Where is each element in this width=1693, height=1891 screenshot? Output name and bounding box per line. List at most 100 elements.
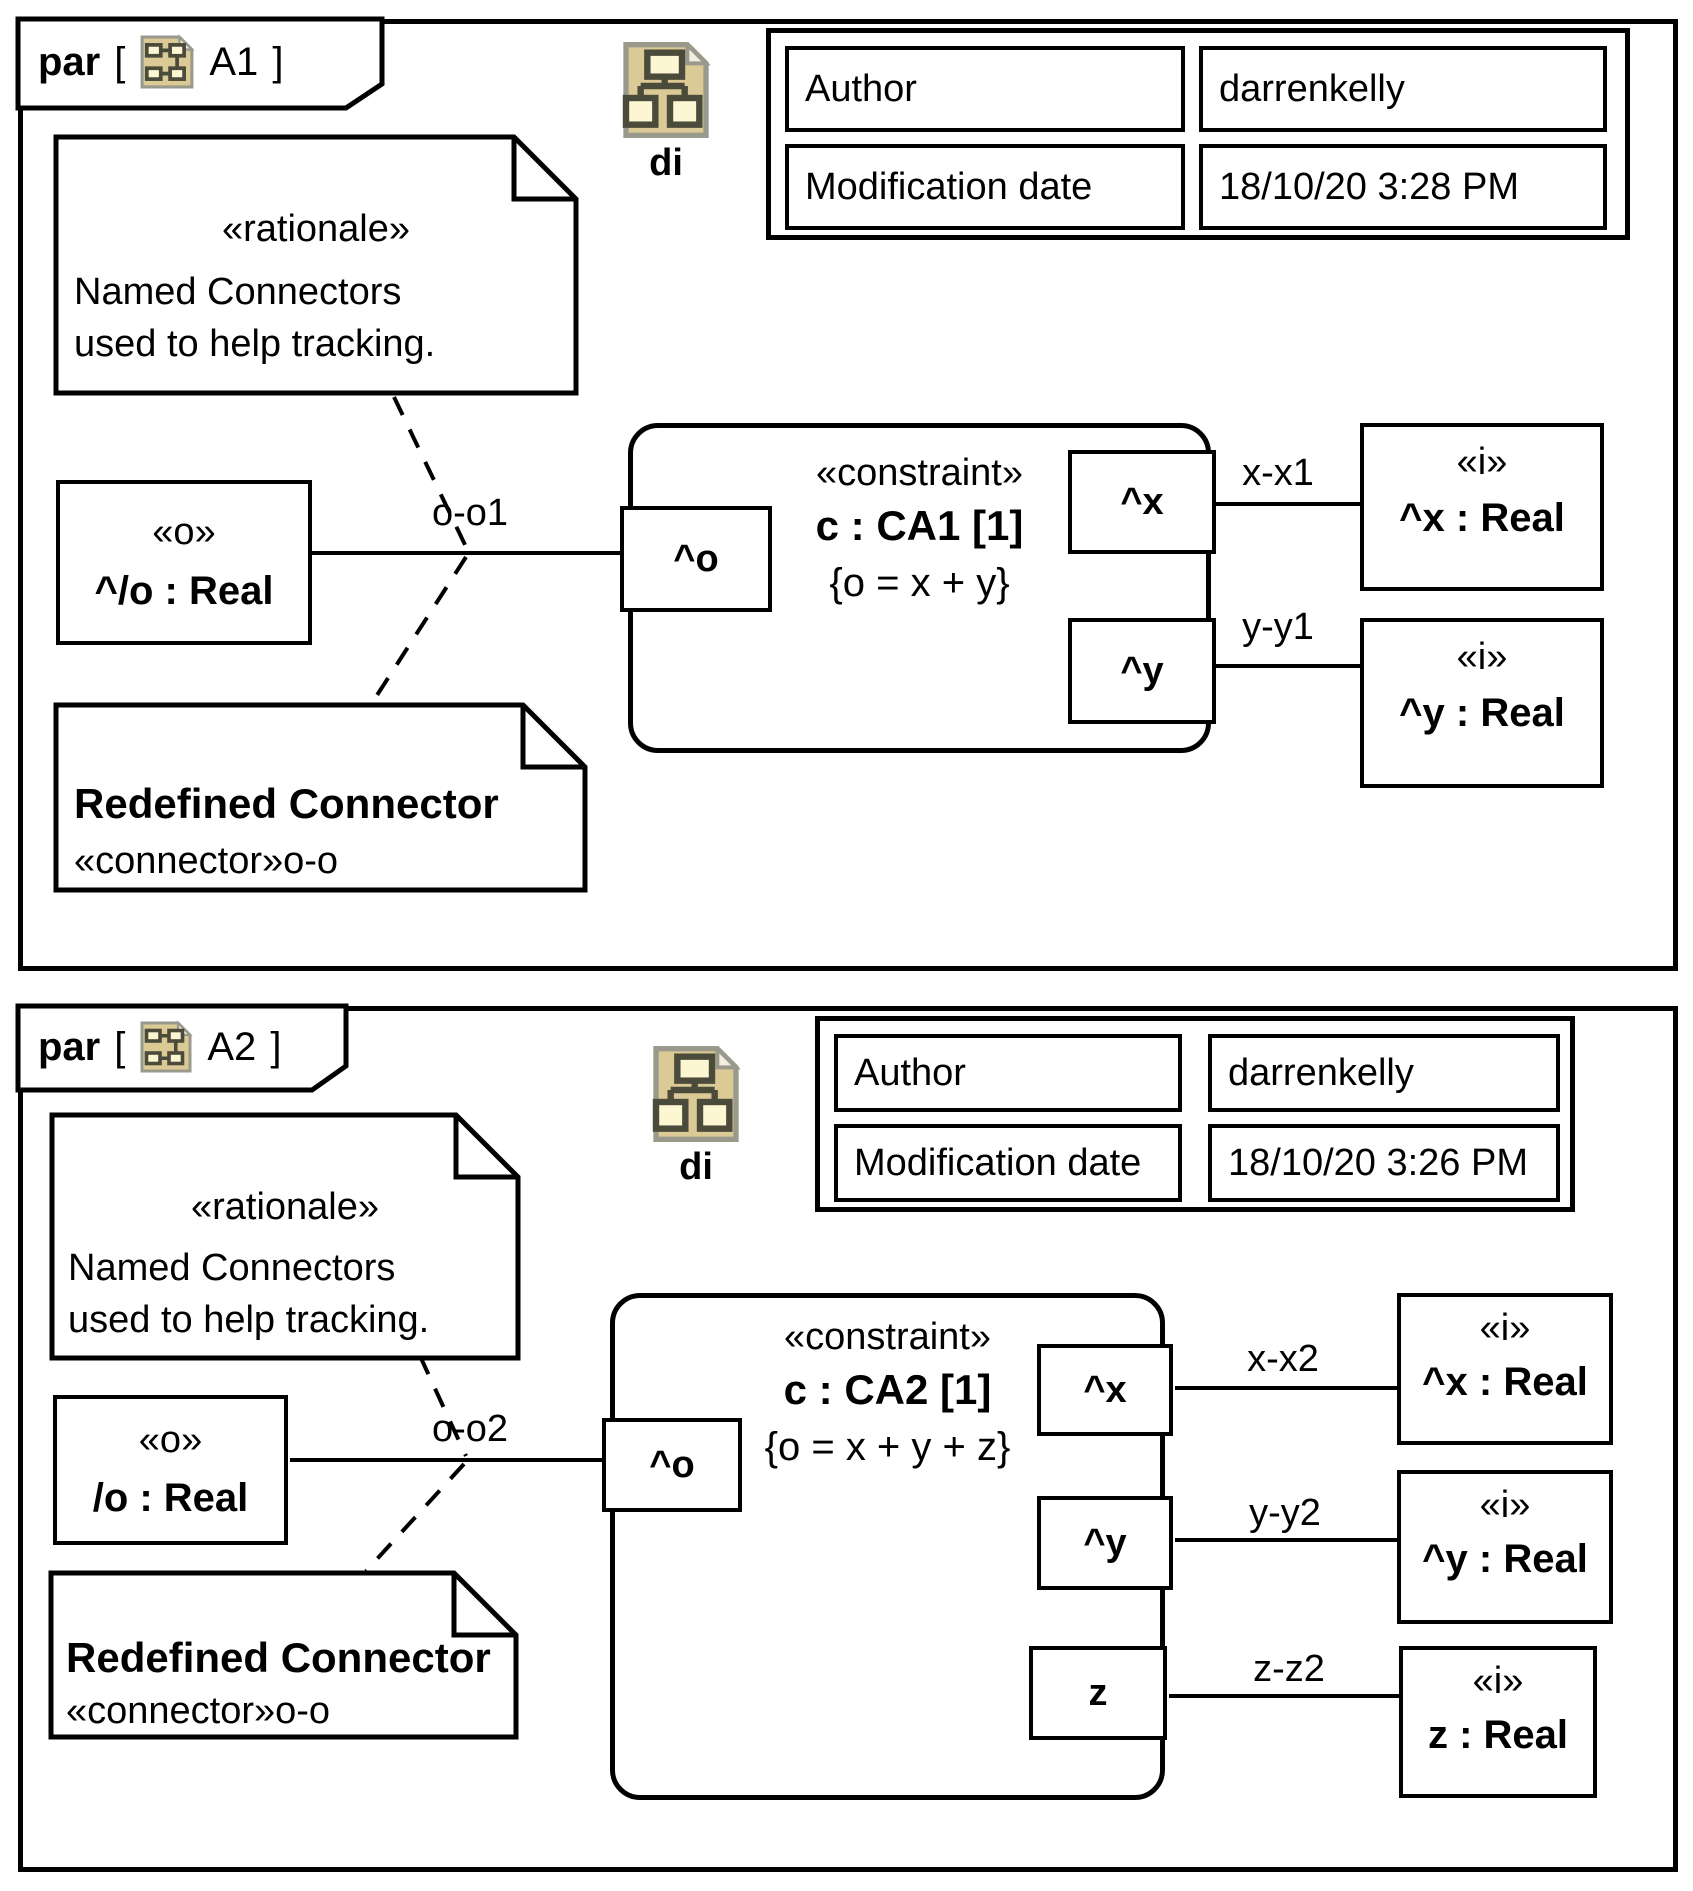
rationale-body-a2: Named Connectors used to help tracking.	[68, 1242, 508, 1346]
tab-bracket-open-a2: [	[114, 1024, 126, 1069]
redefined-note-shape-a1[interactable]	[53, 702, 588, 893]
i-block-x-a2[interactable]: «i» ^x : Real	[1397, 1293, 1613, 1445]
i-block-y-name-a2: ^y : Real	[1422, 1536, 1588, 1581]
i-block-x-name-a1: ^x : Real	[1399, 495, 1565, 540]
i-block-z-name-a2: z : Real	[1427, 1712, 1569, 1757]
parametric-diagram-icon	[140, 1020, 194, 1073]
info-table-a2[interactable]: Author darrenkelly Modification date 18/…	[815, 1016, 1575, 1212]
info-table-a1-author-value: darrenkelly	[1199, 46, 1607, 132]
o-block-a2[interactable]: «o» /o : Real	[53, 1395, 288, 1545]
di-icon-label-a2: di	[679, 1146, 713, 1188]
di-icon-a1[interactable]	[618, 39, 714, 143]
connector-label-o-o2: o-o2	[431, 1408, 509, 1450]
connector-label-x-x2: x-x2	[1247, 1338, 1319, 1380]
info-table-a2-moddate-label: Modification date	[834, 1124, 1182, 1202]
di-document-icon	[652, 1043, 741, 1142]
tab-kind-a1: par	[38, 39, 101, 84]
rationale-line1-a1: Named Connectors	[74, 271, 402, 313]
tab-diagram-name-a1: A1	[209, 39, 259, 84]
diagram-frame-a2[interactable]	[18, 1006, 1678, 1872]
tab-bracket-close-a2: ]	[270, 1024, 282, 1069]
rationale-line2-a2: used to help tracking.	[68, 1299, 430, 1341]
frame-tab-a1[interactable]	[15, 16, 385, 111]
connector-label-y-y2: y-y2	[1249, 1492, 1321, 1534]
i-block-y-stereotype-a1: «i»	[1456, 636, 1508, 678]
i-block-z-stereotype-a2: «i»	[1472, 1660, 1524, 1702]
info-table-a2-author-value: darrenkelly	[1208, 1034, 1560, 1112]
info-table-a1[interactable]: Author darrenkelly Modification date 18/…	[766, 28, 1630, 240]
redefined-title-a2: Redefined Connector	[66, 1634, 491, 1681]
constraint-stereotype-a1: «constraint»	[815, 452, 1023, 494]
diagram-frame-a1[interactable]	[18, 19, 1678, 971]
port-o-a1[interactable]: ^o	[620, 506, 772, 612]
info-table-a1-author-label: Author	[785, 46, 1185, 132]
tab-bracket-open-a1: [	[114, 39, 126, 84]
anchor-redefined-a2[interactable]	[364, 1462, 466, 1573]
redefined-note-fold-a2	[451, 1573, 516, 1638]
tab-diagram-name-a2: A2	[207, 1024, 257, 1069]
rationale-body-a1: Named Connectors used to help tracking.	[74, 266, 554, 370]
anchor-redefined-a1[interactable]	[370, 555, 468, 705]
i-block-x-stereotype-a2: «i»	[1479, 1307, 1531, 1349]
port-o-a2[interactable]: ^o	[602, 1418, 742, 1512]
constraint-expression-a2: {o = x + y + z}	[764, 1425, 1011, 1469]
parametric-diagram-icon	[140, 34, 196, 89]
frame-tab-content-a2: par [ A2 ]	[38, 1018, 281, 1076]
constraint-stereotype-a2: «constraint»	[783, 1316, 991, 1358]
i-block-y-a1[interactable]: «i» ^y : Real	[1360, 618, 1604, 788]
redefined-note-shape-a2[interactable]	[48, 1570, 519, 1740]
i-block-y-name-a1: ^y : Real	[1399, 690, 1565, 735]
tab-bracket-close-a1: ]	[272, 39, 284, 84]
i-block-y-a2[interactable]: «i» ^y : Real	[1397, 1470, 1613, 1624]
port-z-label-a2: z	[1088, 1671, 1108, 1714]
di-document-icon	[622, 39, 711, 138]
rationale-stereotype-a1: «rationale»	[221, 208, 411, 250]
rationale-note-shape-a2[interactable]	[49, 1112, 521, 1361]
port-o-label-a1: ^o	[673, 537, 719, 580]
i-block-z-a2[interactable]: «i» z : Real	[1399, 1646, 1597, 1798]
port-o-label-a2: ^o	[649, 1443, 695, 1486]
i-block-x-a1[interactable]: «i» ^x : Real	[1360, 423, 1604, 591]
port-z-a2[interactable]: z	[1029, 1646, 1167, 1740]
o-block-stereotype-a2: «o»	[138, 1419, 203, 1462]
rationale-line1-a2: Named Connectors	[68, 1247, 396, 1289]
redefined-body-a2: «connector»o-o	[66, 1690, 331, 1732]
tab-kind-a2: par	[38, 1024, 101, 1069]
rationale-note-fold-a2	[453, 1115, 518, 1180]
di-icon-label-a1: di	[649, 142, 683, 184]
info-table-a1-moddate-label: Modification date	[785, 144, 1185, 230]
anchor-rationale-a1[interactable]	[392, 396, 470, 552]
o-block-name-a1: ^/o : Real	[94, 569, 274, 614]
port-y-label-a2: ^y	[1083, 1521, 1127, 1564]
info-table-a1-moddate-value: 18/10/20 3:28 PM	[1199, 144, 1607, 230]
i-block-y-stereotype-a2: «i»	[1479, 1484, 1531, 1526]
info-table-a2-author-label: Author	[834, 1034, 1182, 1112]
port-x-a2[interactable]: ^x	[1037, 1344, 1173, 1436]
frame-tab-content-a1: par [ A1 ]	[38, 32, 283, 92]
redefined-title-a1: Redefined Connector	[74, 780, 499, 827]
rationale-stereotype-a2: «rationale»	[190, 1186, 380, 1228]
redefined-body-a1: «connector»o-o	[74, 840, 339, 882]
o-block-a1[interactable]: «o» ^/o : Real	[56, 480, 312, 645]
port-y-a1[interactable]: ^y	[1068, 618, 1216, 724]
o-block-stereotype-a1: «o»	[152, 510, 216, 553]
di-icon-a2[interactable]	[648, 1043, 744, 1147]
rationale-note-shape-a1[interactable]	[53, 134, 579, 396]
redefined-note-fold-a1	[520, 705, 585, 770]
o-block-name-a2: /o : Real	[92, 1475, 249, 1520]
connector-label-o-o1: o-o1	[431, 492, 509, 534]
port-y-label-a1: ^y	[1120, 649, 1164, 692]
port-x-label-a2: ^x	[1083, 1368, 1127, 1411]
connector-label-z-z2: z-z2	[1253, 1648, 1325, 1690]
info-table-a2-moddate-value: 18/10/20 3:26 PM	[1208, 1124, 1560, 1202]
port-y-a2[interactable]: ^y	[1037, 1496, 1173, 1590]
connector-label-x-x1: x-x1	[1242, 452, 1314, 494]
constraint-expression-a1: {o = x + y}	[829, 561, 1010, 605]
constraint-name-a1: c : CA1 [1]	[815, 502, 1024, 549]
rationale-note-fold-a1	[511, 137, 576, 202]
connector-label-y-y1: y-y1	[1242, 606, 1314, 648]
constraint-name-a2: c : CA2 [1]	[783, 1366, 992, 1413]
port-x-a1[interactable]: ^x	[1068, 450, 1216, 554]
anchor-rationale-a2[interactable]	[418, 1355, 468, 1457]
